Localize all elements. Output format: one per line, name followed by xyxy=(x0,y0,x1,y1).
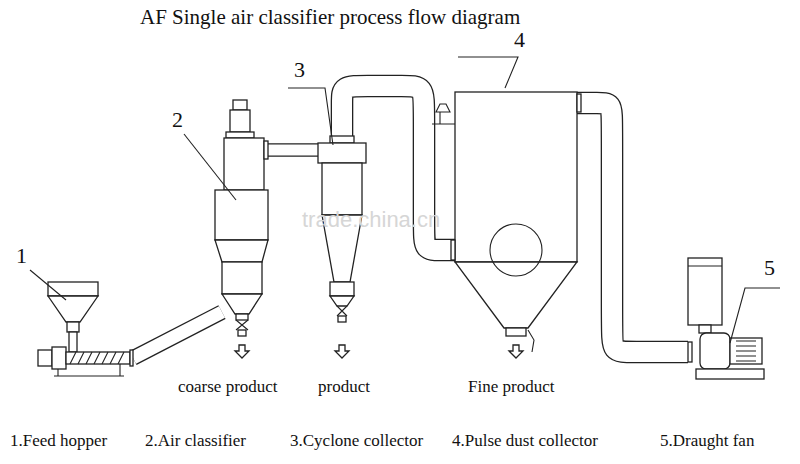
feed-hopper-drawing xyxy=(52,347,66,369)
air-classifier-drawing xyxy=(233,100,247,110)
callout-number: 4 xyxy=(514,28,525,52)
pulse-dust-collector-drawing xyxy=(577,94,581,112)
draught-fan-drawing xyxy=(688,265,722,266)
callout-number: 3 xyxy=(294,58,305,82)
key-entry: 2.Air classifier xyxy=(145,432,246,451)
air-classifier-drawing xyxy=(215,100,268,358)
pipe-connector xyxy=(577,103,688,352)
air-classifier-drawing xyxy=(222,294,262,314)
draught-fan-drawing xyxy=(696,369,764,379)
pipe-bore xyxy=(268,145,318,156)
draught-fan-drawing xyxy=(700,333,730,369)
equipment-unit: 4 xyxy=(455,92,577,342)
callout-number: 5 xyxy=(764,256,775,280)
draught-fan-drawing xyxy=(699,325,711,333)
cyclone-collector-drawing xyxy=(330,136,354,143)
cyclone-collector-drawing xyxy=(330,296,354,306)
equipment-unit: 2 xyxy=(222,98,268,338)
pipe-wall xyxy=(133,312,222,358)
air-classifier-drawing xyxy=(264,141,268,159)
air-classifier-drawing xyxy=(215,190,268,240)
feed-hopper-drawing xyxy=(70,352,124,364)
pulse-dust-collector-drawing xyxy=(455,262,577,328)
output-label: Fine product xyxy=(468,378,554,397)
cyclone-collector-drawing xyxy=(337,306,347,316)
air-classifier-drawing xyxy=(235,345,249,358)
air-classifier-drawing xyxy=(236,320,248,330)
key-entry: 5.Draught fan xyxy=(660,432,754,451)
pipe-wall xyxy=(268,143,318,157)
output-label: coarse product xyxy=(178,378,278,397)
key-entry: 4.Pulse dust collector xyxy=(452,432,598,451)
diagram-title: AF Single air classifier process flow di… xyxy=(140,6,520,29)
air-classifier-drawing xyxy=(230,110,250,132)
pulse-dust-collector-drawing xyxy=(432,92,581,358)
air-classifier-drawing xyxy=(238,330,246,336)
draught-fan-drawing xyxy=(688,258,722,325)
output-label: product xyxy=(318,378,370,397)
pipe-connector xyxy=(268,150,318,151)
leader-line xyxy=(184,134,236,200)
pipe-bore xyxy=(577,103,688,352)
callout-number: 1 xyxy=(16,244,27,268)
cyclone-collector-drawing xyxy=(318,143,366,163)
air-classifier-drawing xyxy=(224,138,264,190)
feed-hopper-drawing xyxy=(54,364,124,376)
leader-line xyxy=(30,270,66,300)
pulse-dust-collector-drawing xyxy=(451,240,455,260)
feed-hopper-drawing xyxy=(48,296,98,322)
leader-line xyxy=(30,57,780,343)
watermark: trade.china.cn xyxy=(302,208,440,232)
draught-fan-drawing xyxy=(688,342,692,362)
pulse-dust-collector-drawing xyxy=(432,104,455,124)
leader-line xyxy=(730,288,780,343)
key-entry: 1.Feed hopper xyxy=(10,432,107,451)
pulse-dust-collector-drawing xyxy=(455,92,577,262)
feed-hopper-drawing xyxy=(48,282,98,296)
feed-hopper-drawing xyxy=(66,352,130,364)
pipe-connector xyxy=(133,312,222,358)
pulse-dust-collector-drawing xyxy=(509,345,523,358)
air-classifier-drawing xyxy=(215,240,268,262)
draught-fan-drawing xyxy=(736,341,756,361)
key-entry: 3.Cyclone collector xyxy=(290,432,423,451)
cyclone-collector-drawing xyxy=(330,282,354,296)
feed-hopper-drawing xyxy=(69,332,77,352)
cyclone-collector-drawing xyxy=(318,136,366,358)
leader-line xyxy=(458,57,518,88)
leader-line xyxy=(288,88,333,145)
cyclone-collector-drawing xyxy=(335,345,349,358)
pipe-wall xyxy=(577,103,688,352)
air-classifier-drawing xyxy=(226,132,254,138)
pipe-bore xyxy=(133,312,222,358)
draught-fan-drawing xyxy=(730,338,762,364)
cyclone-collector-drawing xyxy=(338,316,346,322)
draught-fan-drawing xyxy=(688,258,764,379)
feed-hopper-drawing xyxy=(38,282,133,376)
pulse-dust-collector-drawing xyxy=(506,328,526,336)
equipment-unit: 5 xyxy=(688,255,763,383)
air-classifier-drawing xyxy=(222,262,262,294)
air-classifier-drawing xyxy=(236,314,248,320)
feed-hopper-drawing xyxy=(38,350,52,366)
equipment-unit: 1 xyxy=(38,282,133,372)
pulse-dust-collector-drawing xyxy=(528,330,534,352)
feed-hopper-drawing xyxy=(130,350,133,366)
pulse-dust-collector-drawing xyxy=(490,224,542,276)
feed-hopper-drawing xyxy=(67,322,79,332)
callout-number: 2 xyxy=(172,108,183,132)
